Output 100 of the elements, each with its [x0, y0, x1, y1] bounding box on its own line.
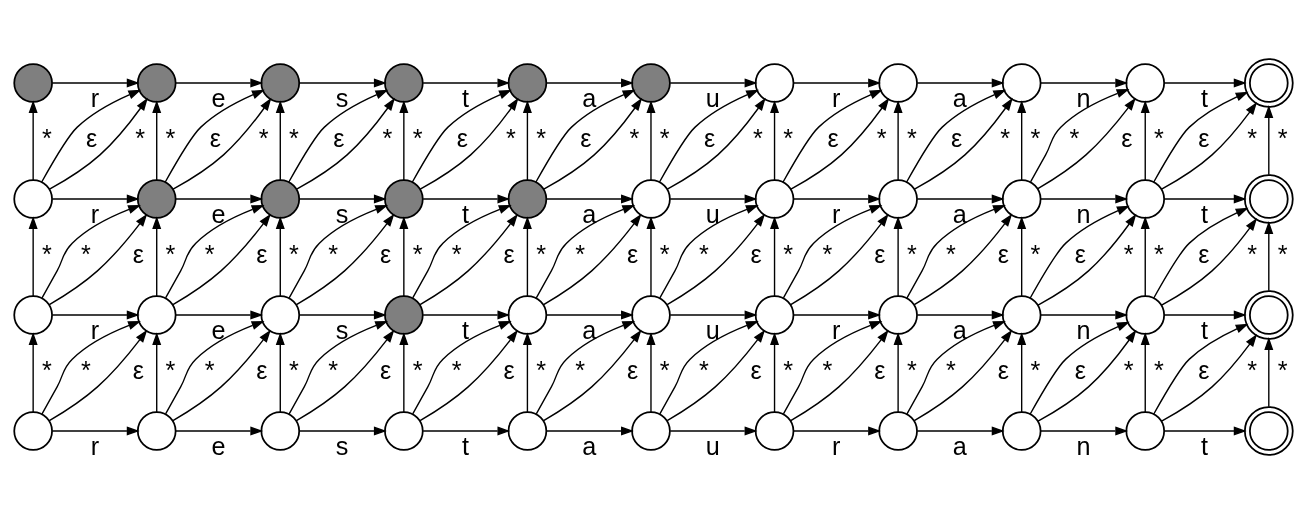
edge-label: *: [165, 123, 176, 152]
edge-label: *: [1123, 355, 1134, 384]
edge-label: *: [165, 355, 176, 384]
edge-label: *: [536, 123, 547, 152]
edge-label: ε: [997, 355, 1009, 384]
edge-label: *: [412, 239, 423, 268]
edge-label: ε: [456, 123, 469, 152]
edge-label: *: [575, 355, 586, 384]
edge-label: *: [575, 239, 586, 268]
edge-label: *: [659, 239, 670, 268]
edge-label: ε: [256, 355, 268, 384]
edge-label: *: [629, 123, 640, 152]
edge-label: a: [582, 431, 597, 460]
edge-label: ε: [874, 355, 886, 384]
edge-label: *: [536, 355, 547, 384]
edge-label: *: [1277, 239, 1288, 268]
edge-label: *: [783, 123, 794, 152]
edge-label: a: [952, 83, 967, 112]
edge-label: ε: [750, 239, 762, 268]
edge-label: a: [952, 315, 967, 344]
edge-label: t: [1200, 431, 1209, 460]
edge-label: *: [412, 355, 423, 384]
edge-label: u: [705, 83, 720, 112]
edge-label: r: [90, 83, 100, 112]
edge-label: ε: [503, 239, 515, 268]
edge-label: *: [1069, 123, 1080, 152]
edge-label: s: [335, 83, 349, 112]
edge-label: *: [204, 355, 215, 384]
edge-label: *: [165, 239, 176, 268]
edge-label: t: [462, 83, 470, 112]
edge-label: ε: [1198, 239, 1210, 268]
edge-label: r: [832, 199, 841, 228]
edge-label: e: [211, 83, 226, 112]
edge-label: ε: [703, 123, 716, 152]
edge-label: *: [1247, 239, 1258, 268]
edge-label: *: [1247, 123, 1258, 152]
edge-label: a: [952, 431, 967, 460]
edge-label: *: [822, 239, 833, 268]
edge-label: t: [1200, 315, 1209, 344]
edge-label: t: [1200, 199, 1209, 228]
edge-label: n: [1076, 431, 1091, 460]
edge-label: ε: [1198, 123, 1210, 152]
edge-label: *: [135, 123, 146, 152]
edge-label: *: [258, 123, 269, 152]
edge-label: *: [289, 355, 299, 384]
edge-label: *: [289, 239, 299, 268]
edge-label: e: [211, 315, 226, 344]
edge-label: ε: [627, 239, 639, 268]
edge-label: ε: [580, 123, 592, 152]
edge-label: *: [204, 239, 215, 268]
edge-label: ε: [951, 123, 963, 152]
edge-label: ε: [750, 355, 762, 384]
edge-label: a: [582, 315, 597, 344]
edge-label: a: [582, 199, 597, 228]
edge-label: *: [906, 123, 917, 152]
edge-label: ε: [627, 355, 639, 384]
edge-label: r: [832, 83, 841, 112]
edge-label: s: [335, 315, 349, 344]
edge-label: *: [659, 123, 670, 152]
edge-label: *: [946, 355, 956, 384]
edge-label: *: [328, 355, 339, 384]
edge-label: ε: [379, 355, 392, 384]
edge-label: *: [659, 355, 670, 384]
edge-label: t: [462, 431, 470, 460]
edge-label: *: [698, 355, 709, 384]
edge-label: *: [1154, 123, 1164, 152]
edge-label: ε: [503, 355, 515, 384]
edge-label: *: [906, 239, 917, 268]
edge-label: *: [1154, 239, 1164, 268]
edge-label: ε: [1198, 355, 1210, 384]
edge-label: e: [211, 431, 226, 460]
edge-label: ε: [874, 239, 886, 268]
edge-label: *: [783, 355, 794, 384]
edge-label: r: [832, 431, 841, 460]
edge-label: ε: [333, 123, 345, 152]
edge-label: r: [90, 199, 100, 228]
edge-label: *: [1030, 239, 1041, 268]
edge-label: *: [289, 123, 299, 152]
edge-label: s: [335, 199, 349, 228]
edge-label: *: [41, 239, 52, 268]
edge-label: *: [753, 123, 763, 152]
edge-label: *: [1000, 123, 1011, 152]
edge-label: *: [698, 239, 709, 268]
edge-label: *: [1247, 355, 1258, 384]
edge-label: r: [832, 315, 841, 344]
edge-label: *: [412, 123, 423, 152]
edge-label: ε: [1074, 239, 1086, 268]
edge-label: n: [1076, 199, 1091, 228]
edge-label: ε: [379, 239, 392, 268]
edge-label: n: [1076, 315, 1091, 344]
edge-label: t: [462, 315, 470, 344]
edge-label: *: [536, 239, 547, 268]
edge-label: *: [822, 355, 833, 384]
edge-label: u: [705, 315, 720, 344]
edge-label: t: [462, 199, 470, 228]
edge-label: *: [1154, 355, 1164, 384]
edge-label: *: [505, 123, 516, 152]
edge-label: u: [705, 199, 720, 228]
edge-label: ε: [1074, 355, 1086, 384]
edge-label: ε: [1121, 123, 1133, 152]
